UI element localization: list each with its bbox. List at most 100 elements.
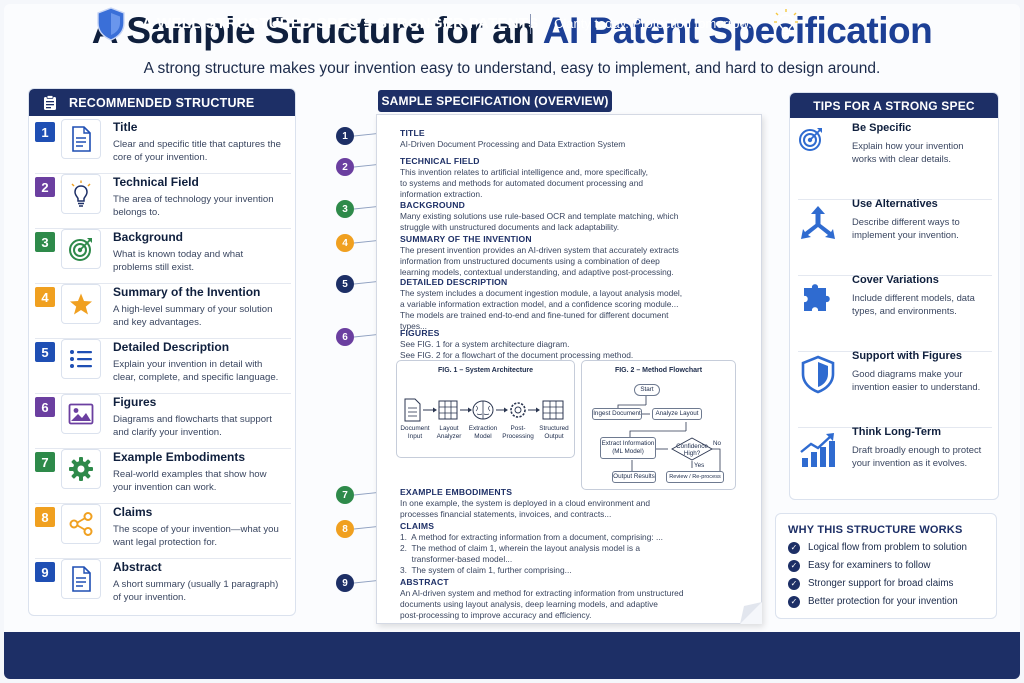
tip-title: Cover Variations [852, 274, 990, 286]
fig2-no-label: No [713, 440, 721, 447]
spec-section-title: ABSTRACT [400, 577, 752, 587]
post-processing-gear-icon [511, 403, 525, 417]
bottom-divider [530, 14, 531, 34]
spec-section-summary-of-the-invention: SUMMARY OF THE INVENTIONThe present inve… [400, 234, 752, 278]
fig2-start-node: Start [634, 384, 660, 396]
structured-output-table-icon [543, 401, 563, 419]
tip-item-cover-variations: Cover Variations Include different model… [798, 274, 992, 352]
spec-section-detailed-description: DETAILED DESCRIPTIONThe system includes … [400, 277, 752, 332]
spec-step-number: 6 [336, 328, 354, 346]
spec-step-number: 8 [336, 520, 354, 538]
spec-section-technical-field: TECHNICAL FIELDThis invention relates to… [400, 156, 752, 200]
check-icon: ✓ [788, 542, 800, 554]
tips-header: TIPS FOR A STRONG SPEC [790, 93, 998, 118]
tips-panel: TIPS FOR A STRONG SPEC Be Specific Expla… [789, 92, 999, 500]
spec-section-title: TITLE [400, 128, 752, 138]
fig1-node-structured-output: Structured Output [537, 425, 571, 440]
why-item: ✓ Stronger support for broad claims [788, 577, 996, 590]
spec-section-line: The system includes a document ingestion… [400, 288, 752, 299]
tip-desc: Explain how your invention works with cl… [852, 139, 990, 165]
fig1-architecture-box: FIG. 1 – System Architecture [396, 360, 575, 458]
shield-icon [798, 354, 838, 394]
fig2-analyze-node: Analyze Layout [652, 408, 702, 420]
growth-chart-icon [798, 430, 838, 470]
spec-section-line: post-processing to improve accuracy and … [400, 610, 752, 621]
why-list: ✓ Logical flow from problem to solution ✓ E… [776, 541, 996, 608]
why-item: ✓ Easy for examiners to follow [788, 559, 996, 572]
why-item: ✓ Logical flow from problem to solution [788, 541, 996, 554]
tip-item-think-long-term: Think Long-Term Draft broadly enough to … [798, 426, 992, 504]
spec-section-line: In one example, the system is deployed i… [400, 498, 752, 509]
spec-section-line: The present invention provides an AI-dri… [400, 245, 752, 256]
spec-section-line: a variable information extraction model,… [400, 299, 752, 310]
spec-step-number: 2 [336, 158, 354, 176]
fig1-diagram [397, 361, 576, 459]
spec-section-line: transformer-based model... [400, 554, 752, 565]
tip-title: Think Long-Term [852, 426, 990, 438]
why-item-text: Easy for examiners to follow [808, 560, 931, 571]
lightbulb-icon [773, 8, 799, 40]
spec-step-number: 9 [336, 574, 354, 592]
spec-section-line: 1. A method for extracting information f… [400, 532, 752, 543]
page-curl-corner [740, 602, 762, 624]
fig2-review-node: Review / Re-process [666, 471, 724, 483]
fig2-flowchart-box: FIG. 2 – Method Flowchart Start Ingest D… [581, 360, 736, 490]
extraction-model-brain-icon [473, 401, 493, 419]
check-icon: ✓ [788, 560, 800, 572]
document-input-icon [405, 399, 420, 421]
spec-section-line: Many existing solutions use rule-based O… [400, 211, 752, 222]
spec-section-title: SUMMARY OF THE INVENTION [400, 234, 752, 244]
check-icon: ✓ [788, 596, 800, 608]
why-structure-title: WHY THIS STRUCTURE WORKS [788, 524, 996, 536]
spec-section-line: 3. The system of claim 1, further compri… [400, 565, 752, 576]
spec-section-line: to systems and methods for automated doc… [400, 178, 752, 189]
spec-section-line: processes financial statements, invoices… [400, 509, 752, 520]
spec-section-title: CLAIMS [400, 521, 752, 531]
bottom-banner [4, 632, 1020, 679]
why-item-text: Stronger support for broad claims [808, 578, 953, 589]
tip-desc: Describe different ways to implement you… [852, 215, 990, 241]
spec-section-title: DETAILED DESCRIPTION [400, 277, 752, 287]
bottom-banner-tagline: Clarity today. Protection tomorrow. [554, 16, 752, 31]
spec-step-number: 4 [336, 234, 354, 252]
fig2-ingest-node: Ingest Document [592, 408, 642, 420]
tip-title: Support with Figures [852, 350, 990, 362]
fig2-decision-label: Confidence High? [675, 443, 709, 457]
target-icon [798, 126, 838, 166]
fig1-node-layout-analyzer: Layout Analyzer [433, 425, 465, 440]
bottom-banner-main: A WELL-STRUCTURED SPEC = STRONGER PATENT… [142, 15, 539, 32]
spec-section-claims: CLAIMS1. A method for extracting informa… [400, 521, 752, 576]
spec-section-line: An AI-driven system and method for extra… [400, 588, 752, 599]
spec-section-example-embodiments: EXAMPLE EMBODIMENTSIn one example, the s… [400, 487, 752, 520]
tip-item-be-specific: Be Specific Explain how your invention w… [798, 122, 992, 200]
spec-step-number: 7 [336, 486, 354, 504]
tip-item-use-alternatives: Use Alternatives Describe different ways… [798, 198, 992, 276]
spec-section-line: This invention relates to artificial int… [400, 167, 752, 178]
fig1-node-document-input: Document Input [399, 425, 431, 440]
spec-section-line: See FIG. 1 for a system architecture dia… [400, 339, 752, 350]
check-icon: ✓ [788, 578, 800, 590]
spec-section-line: 2. The method of claim 1, wherein the la… [400, 543, 752, 554]
spec-section-line: information from unstructured documents … [400, 256, 752, 267]
fig2-yes-label: Yes [694, 462, 704, 469]
spec-section-line: information extraction. [400, 189, 752, 200]
why-structure-panel: WHY THIS STRUCTURE WORKS ✓ Logical flow f… [775, 513, 997, 619]
shield-icon [96, 7, 126, 41]
spec-section-title: FIGURES [400, 328, 752, 338]
tip-desc: Include different models, data types, an… [852, 291, 990, 317]
arrows-split-icon [798, 202, 838, 242]
tip-title: Be Specific [852, 122, 990, 134]
spec-section-line: struggle with unstructured documents and… [400, 222, 752, 233]
layout-analyzer-icon [439, 401, 457, 419]
spec-section-figures: FIGURESSee FIG. 1 for a system architect… [400, 328, 752, 361]
spec-section-title: TECHNICAL FIELD [400, 156, 752, 166]
spec-section-abstract: ABSTRACTAn AI-driven system and method f… [400, 577, 752, 621]
spec-section-title: BACKGROUND [400, 200, 752, 210]
spec-step-number: 5 [336, 275, 354, 293]
tip-title: Use Alternatives [852, 198, 990, 210]
tip-desc: Good diagrams make your invention easier… [852, 367, 990, 393]
why-item-text: Better protection for your invention [808, 596, 958, 607]
spec-section-line: documents using layout analysis, deep le… [400, 599, 752, 610]
why-item-text: Logical flow from problem to solution [808, 542, 967, 553]
puzzle-icon [798, 278, 838, 318]
